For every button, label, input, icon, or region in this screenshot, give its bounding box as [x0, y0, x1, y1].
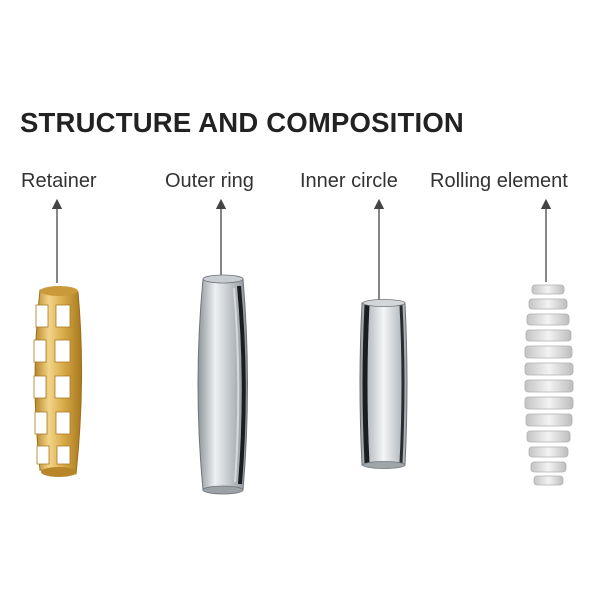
label-outer-ring: Outer ring [165, 170, 254, 192]
label-inner-circle: Inner circle [300, 170, 398, 192]
inner-ring-icon [359, 299, 408, 469]
label-retainer: Retainer [21, 170, 97, 192]
retainer-cage-icon [33, 286, 83, 477]
outer-ring-icon [197, 274, 248, 495]
pointer-arrows [51, 198, 552, 310]
rolling-element-icon [524, 284, 574, 486]
label-rolling-element: Rolling element [430, 170, 568, 192]
page-title: STRUCTURE AND COMPOSITION [20, 107, 464, 138]
